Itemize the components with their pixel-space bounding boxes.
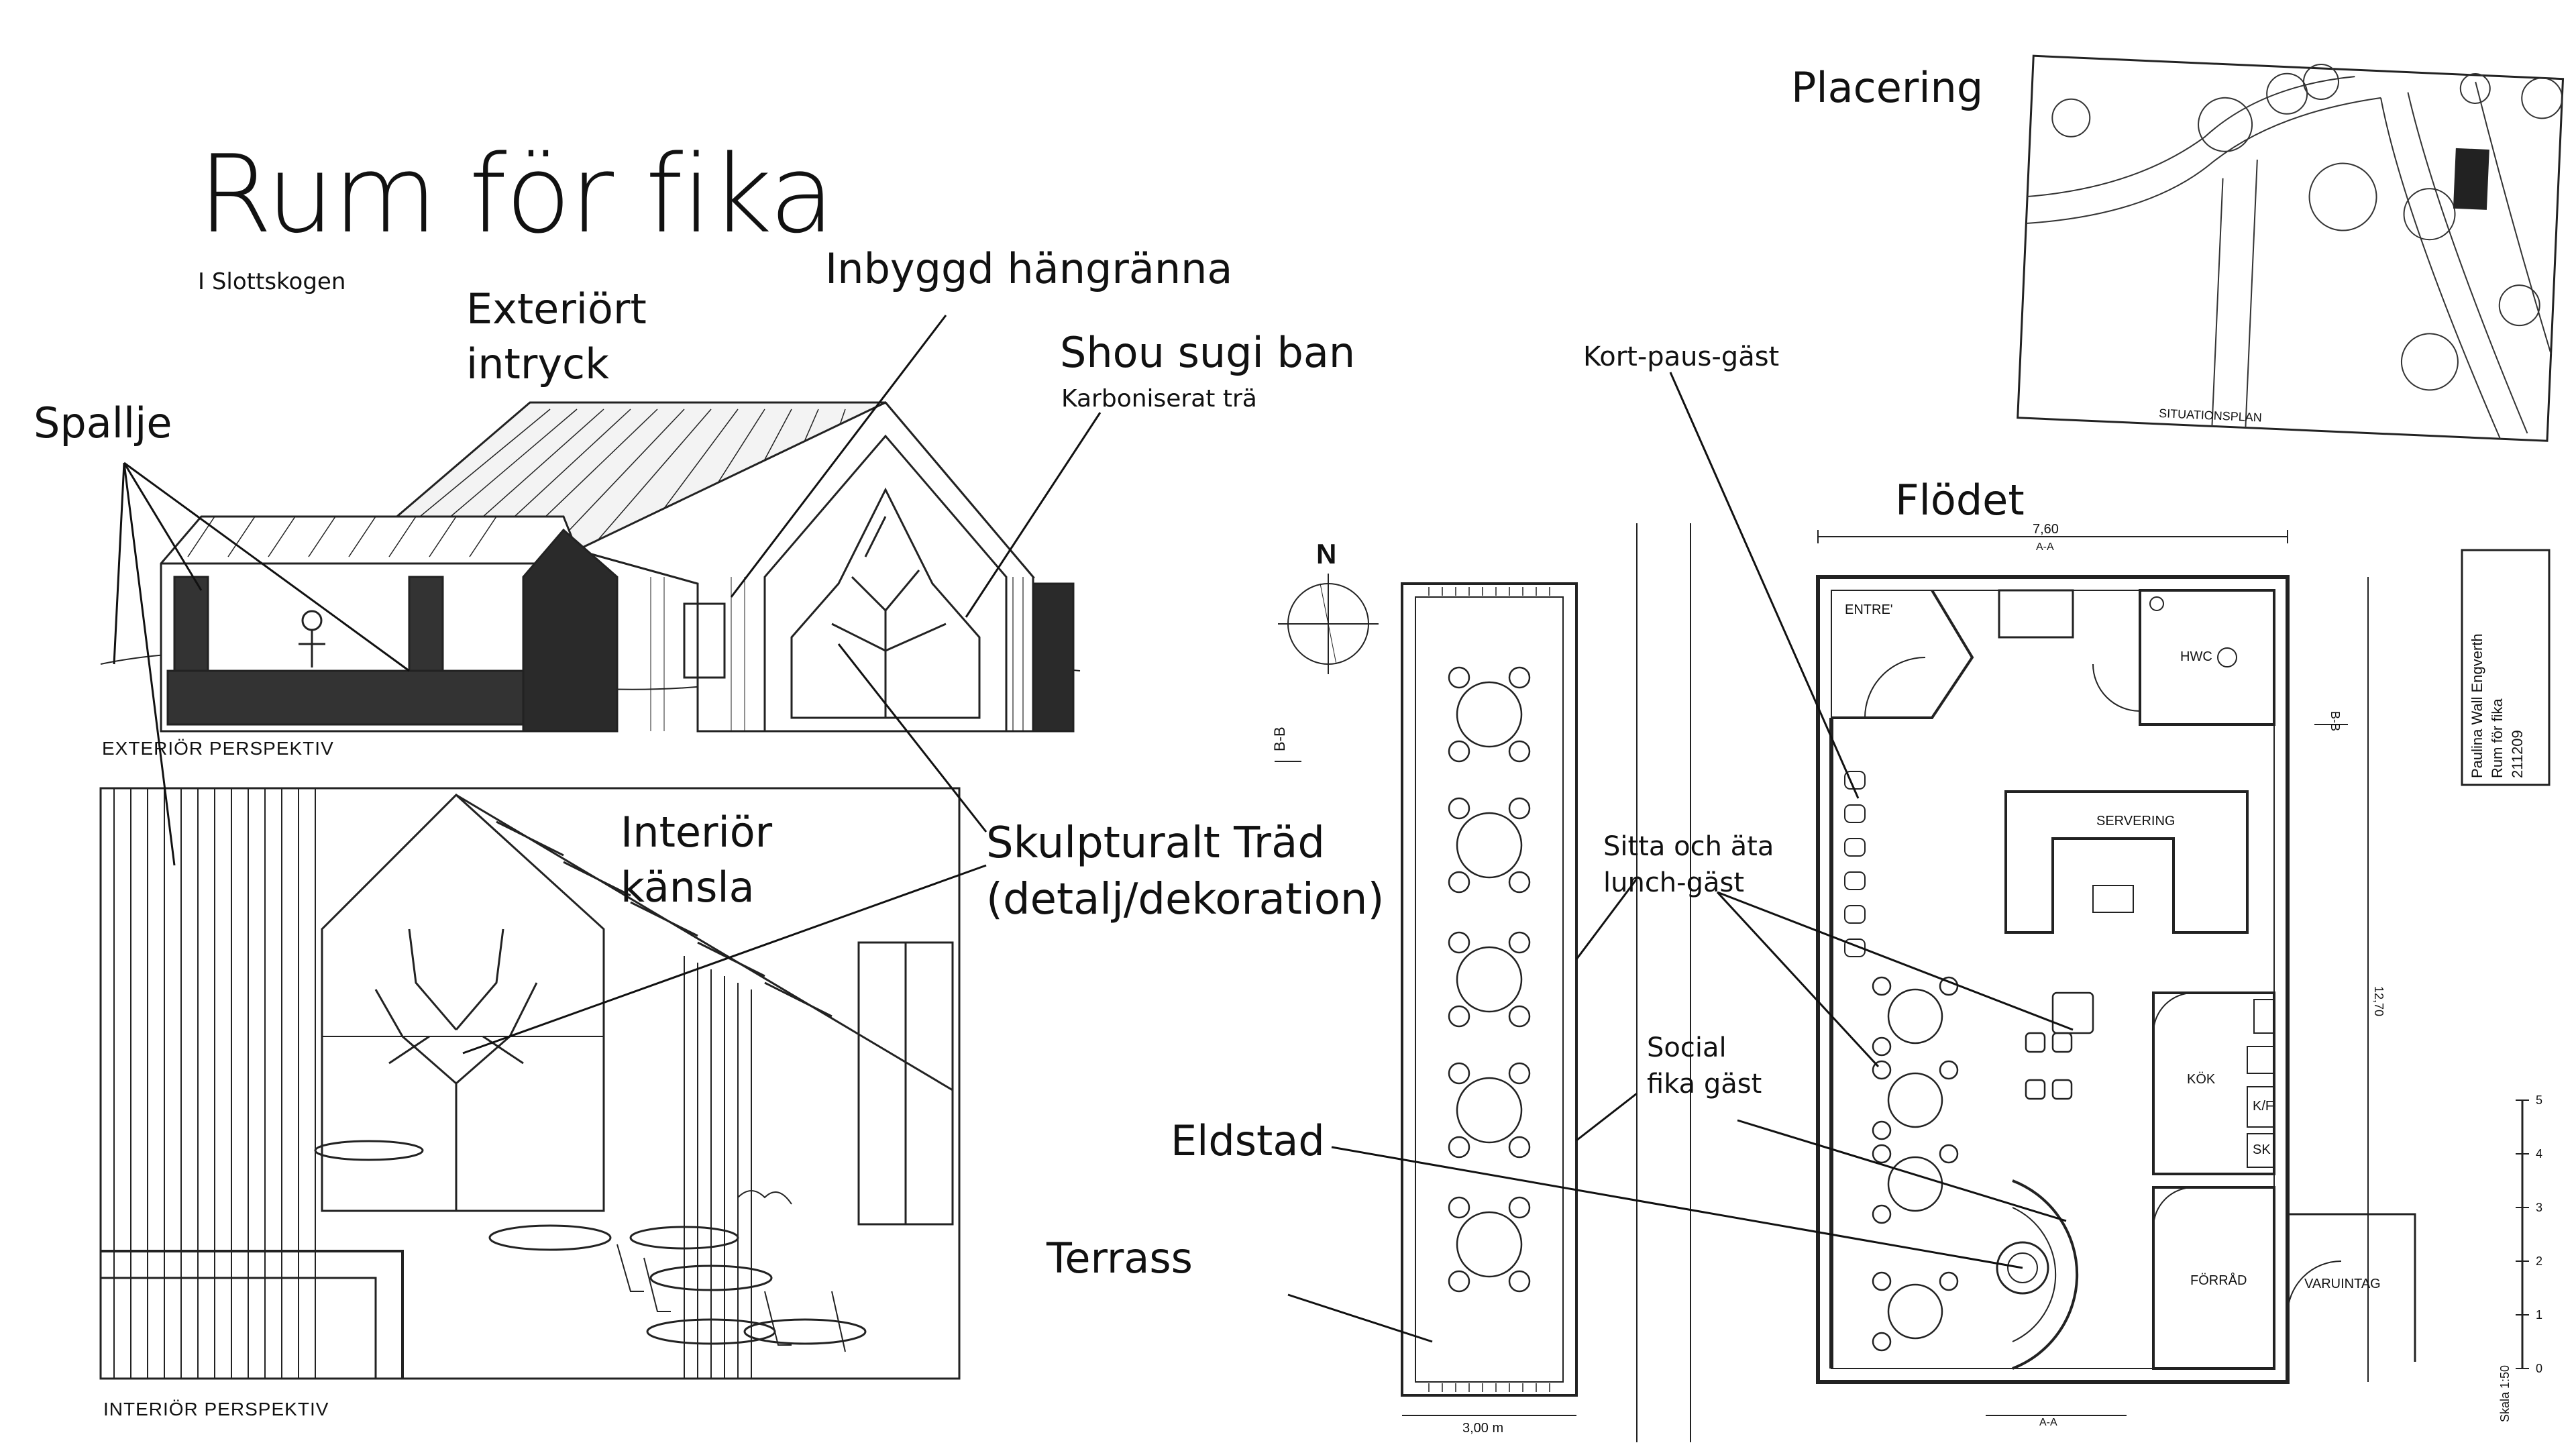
label-shou-sugi-ban: Shou sugi ban [1060, 328, 1356, 377]
width-dimension: 7,60 [2033, 523, 2059, 537]
room-sk: SK [2253, 1142, 2271, 1157]
floor-plan-drawing: N B-B 3,00 m [1271, 523, 2551, 1442]
section-bb-right: B-B [2328, 711, 2342, 731]
room-goods-intake: VARUINTAG [2304, 1277, 2381, 1291]
label-exterior-impression-line2: intryck [466, 339, 610, 388]
terrace-dimension: 3,00 m [1462, 1421, 1503, 1436]
label-flow: Flödet [1895, 476, 2025, 525]
label-interior-feel: Interiör känsla [621, 805, 772, 915]
north-label: N [1316, 538, 1336, 570]
interior-perspective-drawing: INTERIÖR PERSPEKTIV [99, 787, 961, 1419]
label-spallje: Spallje [34, 398, 172, 447]
label-terrace: Terrass [1046, 1234, 1193, 1283]
section-bb-left: B-B [1271, 727, 1288, 751]
scale-tick-2: 2 [2536, 1254, 2542, 1268]
interior-caption: INTERIÖR PERSPEKTIV [103, 1399, 329, 1419]
label-social-guest-line1: Social [1647, 1032, 1727, 1063]
site-plan-drawing: SITUATIONSPLAN [2017, 54, 2565, 442]
room-kf: K/F [2253, 1099, 2273, 1114]
exterior-caption: EXTERIÖR PERSPEKTIV [102, 738, 334, 759]
title-block: Paulina Wall Engverth Rum för fika 21120… [2461, 549, 2551, 786]
label-placement: Placering [1791, 63, 1984, 112]
label-tree-line1: Skulpturalt Träd [986, 818, 1325, 868]
room-kitchen: KÖK [2187, 1072, 2216, 1087]
label-short-break-guest: Kort-paus-gäst [1583, 341, 1780, 372]
title-block-author: Paulina Wall Engverth [2469, 633, 2485, 778]
page-title: Rum för fika [198, 131, 835, 257]
scale-tick-5: 5 [2536, 1093, 2542, 1107]
label-gutter: Inbyggd hängränna [825, 244, 1233, 293]
scale-tick-0: 0 [2536, 1362, 2542, 1375]
label-social-guest: Social fika gäst [1647, 1030, 1762, 1102]
scale-tick-3: 3 [2536, 1201, 2542, 1214]
label-social-guest-line2: fika gäst [1647, 1069, 1762, 1099]
north-arrow-icon [1278, 574, 1379, 674]
section-aa-bottom: A-A [2039, 1417, 2057, 1428]
scale-bar: 0 1 2 3 4 5 Skala 1:50 [2498, 1093, 2542, 1422]
label-lunch-guest-line1: Sitta och äta [1603, 831, 1774, 862]
section-aa-top: A-A [2036, 541, 2054, 553]
label-shou-sugi-ban-sub: Karboniserat trä [1061, 385, 1257, 413]
page-subtitle: I Slottskogen [198, 268, 346, 295]
room-entrance: ENTRE' [1845, 602, 1893, 617]
title-block-project: Rum för fika [2489, 698, 2506, 778]
label-lunch-guest: Sitta och äta lunch-gäst [1603, 828, 1774, 901]
length-dimension: 12,70 [2372, 986, 2385, 1016]
scale-label: Skala 1:50 [2498, 1365, 2512, 1422]
scale-tick-1: 1 [2536, 1308, 2542, 1322]
label-lunch-guest-line2: lunch-gäst [1603, 867, 1745, 898]
label-fireplace: Eldstad [1171, 1116, 1325, 1165]
label-exterior-impression: Exteriört intryck [466, 282, 647, 392]
room-storage: FÖRRÅD [2190, 1273, 2247, 1288]
label-interior-feel-line2: känsla [621, 862, 755, 912]
label-exterior-impression-line1: Exteriört [466, 284, 647, 333]
label-tree: Skulpturalt Träd (detalj/dekoration) [986, 815, 1384, 928]
room-hwc: HWC [2180, 649, 2212, 664]
scale-tick-4: 4 [2536, 1147, 2542, 1161]
exterior-perspective-drawing: EXTERIÖR PERSPEKTIV [100, 401, 1081, 759]
label-interior-feel-line1: Interiör [621, 808, 773, 857]
label-tree-line2: (detalj/dekoration) [986, 875, 1385, 925]
room-serving: SERVERING [2096, 814, 2175, 828]
title-block-date: 211209 [2509, 730, 2526, 778]
